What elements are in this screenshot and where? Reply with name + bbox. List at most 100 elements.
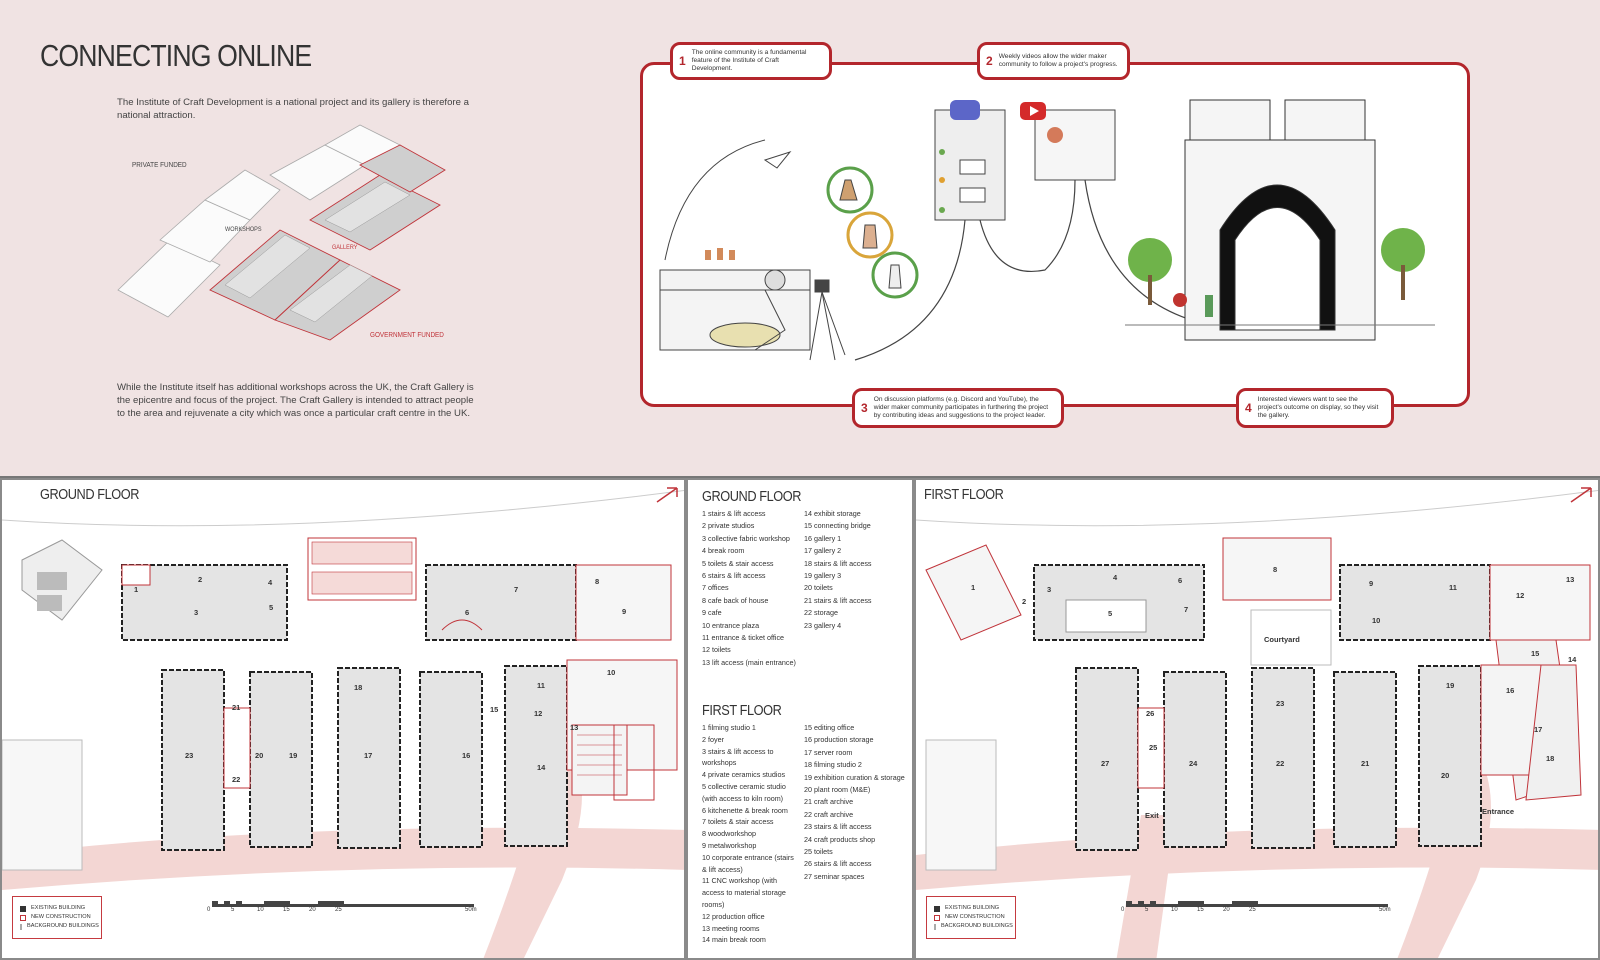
entrance-label: Entrance xyxy=(1482,807,1515,816)
scale-5: 5 xyxy=(1145,907,1149,913)
gf-room-8: 8 xyxy=(595,577,599,586)
axonometric-diagram xyxy=(117,124,446,341)
step-2-number: 2 xyxy=(986,54,993,68)
key-item: 13 meeting rooms xyxy=(702,923,760,933)
key-item: 14 main break room xyxy=(702,935,766,945)
ff-room-20: 20 xyxy=(1441,771,1449,780)
legend-swatch-background xyxy=(20,923,22,930)
ff-room-15: 15 xyxy=(1531,649,1539,658)
key-item: 15 editing office xyxy=(804,723,855,732)
first-floor-plan-panel: 1 2 3 4 5 6 7 8 9 10 11 12 13 14 15 16 1… xyxy=(914,478,1600,960)
gf-room-3: 3 xyxy=(194,608,198,617)
ff-room-7: 7 xyxy=(1184,605,1188,614)
key-item: 6 kitchenette & break room xyxy=(702,805,788,815)
key-item: 18 stairs & lift access xyxy=(804,558,872,568)
key-item: 25 toilets xyxy=(804,847,833,857)
legend-new-label: NEW CONSTRUCTION xyxy=(31,914,91,920)
ff-room-3: 3 xyxy=(1047,585,1051,594)
outro-text: While the Institute itself has additiona… xyxy=(117,382,474,419)
scale-bar xyxy=(1126,901,1388,907)
key-item: 20 toilets xyxy=(804,583,833,593)
first-floor-title: FIRST FLOOR xyxy=(924,486,1004,503)
first-legend: EXISTING BUILDING NEW CONSTRUCTION BACKG… xyxy=(926,896,1016,939)
legend-swatch-background xyxy=(934,923,936,930)
gf-room-23: 23 xyxy=(185,751,193,760)
legend-new: NEW CONSTRUCTION xyxy=(934,913,1008,922)
key-item: 2 private studios xyxy=(702,521,755,531)
legend-background: BACKGROUND BUILDINGS xyxy=(934,922,1013,931)
key-item: 20 plant room (M&E) xyxy=(804,785,871,795)
legend-existing: EXISTING BUILDING xyxy=(934,904,1008,913)
step-2-text: Weekly videos allow the wider maker comm… xyxy=(998,53,1118,68)
key-item: 8 woodworkshop xyxy=(702,829,756,839)
gf-room-12: 12 xyxy=(534,709,542,718)
legend-swatch-existing xyxy=(20,905,26,912)
key-first-col1: 1 filming studio 1 2 foyer 3 stairs & li… xyxy=(702,722,800,946)
scale-5: 5 xyxy=(231,907,235,913)
scale-50m: 50m xyxy=(465,907,477,913)
gf-room-11: 11 xyxy=(537,681,545,690)
page-title: CONNECTING ONLINE xyxy=(40,38,312,73)
step-3-number: 3 xyxy=(861,401,868,415)
ff-room-16: 16 xyxy=(1506,686,1514,695)
key-item: 15 connecting bridge xyxy=(804,521,871,531)
key-item: 23 gallery 4 xyxy=(804,620,842,630)
scale-25: 25 xyxy=(335,907,342,913)
label-gallery: GALLERY xyxy=(332,244,358,251)
ff-room-14: 14 xyxy=(1568,655,1577,664)
key-first-col2: 15 editing office 16 production storage … xyxy=(804,722,912,883)
key-item: 22 storage xyxy=(804,608,838,618)
gf-room-17: 17 xyxy=(364,751,372,760)
gf-room-2: 2 xyxy=(198,575,202,584)
gf-room-5: 5 xyxy=(269,603,273,612)
ff-room-6: 6 xyxy=(1178,576,1182,585)
gf-room-7: 7 xyxy=(514,585,518,594)
gf-room-19: 19 xyxy=(289,751,297,760)
scale-20: 20 xyxy=(309,907,316,913)
step-1-text: The online community is a fundamental fe… xyxy=(691,49,807,72)
key-item: 21 craft archive xyxy=(804,797,854,807)
label-workshops: WORKSHOPS xyxy=(225,226,262,233)
scale-0: 0 xyxy=(1121,907,1125,913)
scale-10: 10 xyxy=(257,907,264,913)
legend-swatch-existing xyxy=(934,905,940,912)
legend-existing-label: EXISTING BUILDING xyxy=(31,905,86,911)
legend-background-label: BACKGROUND BUILDINGS xyxy=(941,923,1013,929)
ground-floor-plan-panel: 1 2 3 4 5 6 7 8 9 10 11 12 13 14 15 16 1… xyxy=(0,478,686,960)
label-government-funded: GOVERNMENT FUNDED xyxy=(370,330,444,339)
ff-room-5: 5 xyxy=(1108,609,1112,618)
ground-legend: EXISTING BUILDING NEW CONSTRUCTION BACKG… xyxy=(12,896,102,939)
ground-floor-title: GROUND FLOOR xyxy=(40,486,140,503)
key-item: 17 server room xyxy=(804,747,853,757)
ff-room-25: 25 xyxy=(1149,743,1157,752)
gf-room-10: 10 xyxy=(607,668,615,677)
ff-room-23: 23 xyxy=(1276,699,1284,708)
key-item: 3 collective fabric workshop xyxy=(702,533,790,543)
ff-room-2: 2 xyxy=(1022,597,1026,606)
step-1-number: 1 xyxy=(679,54,686,68)
step-1-callout: 1 The online community is a fundamental … xyxy=(670,42,832,80)
community-illustration xyxy=(659,99,1435,361)
gf-room-4: 4 xyxy=(268,578,273,587)
key-item: 19 exhibition curation & storage xyxy=(804,772,905,782)
exit-label: Exit xyxy=(1145,811,1159,820)
gf-room-9: 9 xyxy=(622,607,626,616)
legend-new-label: NEW CONSTRUCTION xyxy=(945,914,1005,920)
key-ground-col1: 1 stairs & lift access 2 private studios… xyxy=(702,508,800,669)
ff-room-11: 11 xyxy=(1449,583,1457,592)
key-item: 23 stairs & lift access xyxy=(804,822,872,832)
key-item: 5 collective ceramic studio (with access… xyxy=(702,781,786,803)
gf-room-14: 14 xyxy=(537,763,546,772)
gf-room-1: 1 xyxy=(134,585,138,594)
gf-room-16: 16 xyxy=(462,751,470,760)
ff-room-12: 12 xyxy=(1516,591,1524,600)
ff-room-26: 26 xyxy=(1146,709,1154,718)
gf-room-20: 20 xyxy=(255,751,263,760)
ff-room-27: 27 xyxy=(1101,759,1109,768)
legend-existing: EXISTING BUILDING xyxy=(20,904,94,913)
step-4-text: Interested viewers want to see the proje… xyxy=(1257,396,1379,419)
legend-background: BACKGROUND BUILDINGS xyxy=(20,922,99,931)
key-item: 24 craft products shop xyxy=(804,834,876,844)
key-item: 1 filming studio 1 xyxy=(702,723,756,732)
scale-25: 25 xyxy=(1249,907,1256,913)
